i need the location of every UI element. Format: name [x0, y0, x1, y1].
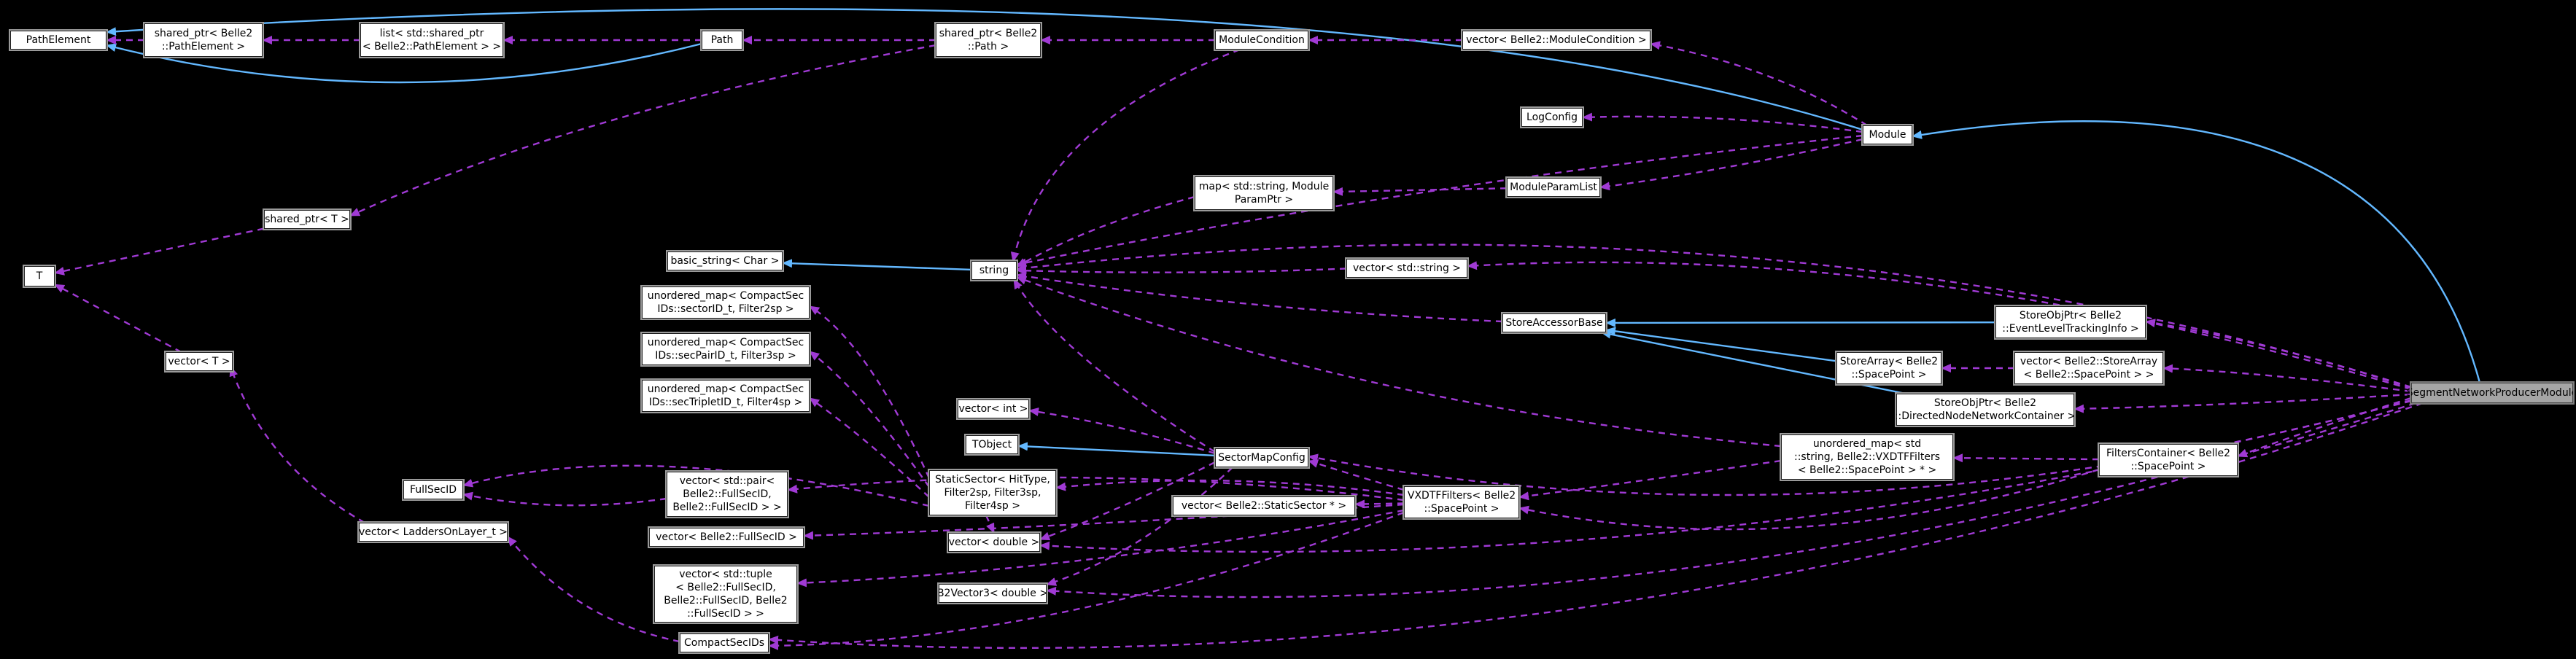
edge-module-logConfig	[1582, 112, 1863, 133]
node-stringNode[interactable]: string	[970, 260, 1018, 281]
edge-main-sectorMapConfig	[1308, 399, 2412, 496]
node-vecPairFullSecId[interactable]: vector< std::pair< Belle2::FullSecID, Be…	[665, 470, 789, 518]
edge-sopEventLevel-storeAccessorBase	[1605, 318, 1996, 327]
node-storeAccessorBase[interactable]: StoreAccessorBase	[1501, 312, 1607, 334]
node-vecString[interactable]: vector< std::string >	[1345, 257, 1469, 279]
edge-sectorMapConfig-vecInt	[1028, 408, 1216, 455]
node-filtersContainer[interactable]: FiltersContainer< Belle2 ::SpacePoint >	[2098, 442, 2239, 477]
edge-storeAccessorBase-stringNode	[1016, 272, 1503, 323]
node-vecStaticSectorPtr[interactable]: vector< Belle2::StaticSector * >	[1171, 495, 1357, 517]
edge-module-stringNode	[1016, 134, 1863, 268]
edge-umVxdtf-stringNode	[1016, 276, 1782, 448]
edge-mapModuleParamPtr-stringNode	[1016, 195, 1195, 268]
edge-vxdtfFilters-vecPairFullSecId	[787, 476, 1405, 502]
edge-sectorMapConfig-b2vector3	[1046, 467, 1233, 586]
node-sectorMapConfig[interactable]: SectorMapConfig	[1214, 447, 1310, 469]
edge-main-vecStoreArray	[2162, 364, 2412, 393]
node-vecT[interactable]: vector< T >	[164, 351, 234, 373]
node-spPathElement[interactable]: shared_ptr< Belle2 ::PathElement >	[143, 22, 264, 58]
edge-main-sopEventLevel	[2145, 319, 2412, 389]
edge-vxdtfFilters-vecFullSecId	[803, 503, 1405, 540]
edge-vecString-stringNode	[1016, 266, 1347, 276]
edge-sectorMapConfig-tobject	[1017, 442, 1216, 457]
node-logConfig[interactable]: LogConfig	[1520, 106, 1584, 128]
node-vecTupleFullSecId[interactable]: vector< std::tuple < Belle2::FullSecID, …	[653, 564, 799, 624]
edge-storeArraySp-storeAccessorBase	[1605, 327, 1837, 362]
node-vecFullSecId[interactable]: vector< Belle2::FullSecID >	[648, 526, 805, 548]
edge-vxdtfFilters-staticSector	[1055, 479, 1405, 496]
edge-staticSector-vecDouble	[985, 515, 996, 534]
edge-module-pathElement	[106, 8, 1863, 131]
edge-staticSector-umFilter4sp	[809, 397, 930, 498]
edge-main-vecString	[1467, 261, 2412, 391]
edge-moduleCondition-stringNode	[1010, 48, 1241, 262]
node-compactSecIds[interactable]: CompactSecIDs	[678, 632, 770, 654]
edge-sectorMapConfig-stringNode	[1012, 278, 1216, 453]
edge-vecT-tNode	[54, 284, 182, 354]
node-umVxdtf[interactable]: unordered_map< std ::string, Belle2::VXD…	[1780, 433, 1955, 481]
node-vecLadders[interactable]: vector< LaddersOnLayer_t >	[357, 521, 509, 543]
node-tobject[interactable]: TObject	[964, 434, 1020, 456]
edge-compactSecIds-vecLadders	[507, 536, 680, 643]
edge-path-pathElement	[106, 42, 702, 84]
node-tNode[interactable]: T	[23, 265, 56, 288]
node-vecInt[interactable]: vector< int >	[956, 398, 1031, 420]
node-sopDirected[interactable]: StoreObjPtr< Belle2 ::DirectedNodeNetwor…	[1895, 392, 2076, 427]
node-listSpPathElement[interactable]: list< std::shared_ptr < Belle2::PathElem…	[359, 22, 505, 58]
edge-main-module	[1912, 120, 2481, 383]
edge-vxdtfFilters-sectorMapConfig	[1308, 459, 1405, 491]
edge-filtersContainer-vxdtfFilters	[1518, 468, 2100, 531]
edge-sectorMapConfig-vecDouble	[1039, 461, 1216, 541]
edge-sopDirected-storeAccessorBase	[1600, 330, 1906, 395]
edge-main-compactSecIds	[768, 402, 2424, 650]
edge-filtersContainer-umVxdtf	[1952, 453, 2100, 463]
node-umFilter2sp[interactable]: unordered_map< CompactSec IDs::sectorID_…	[640, 285, 811, 320]
node-basicStringChar[interactable]: basic_string< Char >	[666, 250, 784, 272]
node-sopEventLevel[interactable]: StoreObjPtr< Belle2 ::EventLevelTracking…	[1994, 305, 2147, 340]
node-umFilter4sp[interactable]: unordered_map< CompactSec IDs::secTriple…	[640, 378, 811, 413]
node-moduleParamList[interactable]: ModuleParamList	[1505, 176, 1602, 198]
node-spT[interactable]: shared_ptr< T >	[263, 208, 352, 230]
edge-vecPairFullSecId-fullSecId	[462, 491, 667, 507]
edge-spT-tNode	[54, 227, 265, 276]
node-vecDouble[interactable]: vector< double >	[947, 531, 1041, 553]
edge-vxdtfFilters-compactSecIds	[768, 511, 1405, 650]
node-moduleCondition[interactable]: ModuleCondition	[1214, 29, 1310, 51]
node-storeArraySp[interactable]: StoreArray< Belle2 ::SpacePoint >	[1835, 351, 1943, 386]
edge-moduleParamList-mapModuleParamPtr	[1332, 187, 1508, 196]
node-vecModuleCondition[interactable]: vector< Belle2::ModuleCondition >	[1461, 29, 1652, 51]
edge-vecLadders-vecT	[229, 366, 365, 524]
node-staticSector[interactable]: StaticSector< HitType, Filter2sp, Filter…	[928, 469, 1058, 517]
node-main: SegmentNetworkProducerModule	[2407, 381, 2576, 405]
edge-module-moduleParamList	[1599, 138, 1863, 191]
node-pathElement[interactable]: PathElement	[9, 29, 108, 51]
node-vecStoreArray[interactable]: vector< Belle2::StoreArray < Belle2::Spa…	[2013, 351, 2165, 386]
edge-module-vecModuleCondition	[1650, 41, 1868, 127]
node-umFilter3sp[interactable]: unordered_map< CompactSec IDs::secPairID…	[640, 332, 811, 367]
edge-vxdtfFilters-vecTupleFullSecId	[796, 509, 1405, 588]
node-fullSecId[interactable]: FullSecID	[402, 479, 465, 501]
node-b2vector3[interactable]: B2Vector3< double >	[937, 582, 1048, 604]
edge-main-sopDirected	[2073, 393, 2412, 413]
node-mapModuleParamPtr[interactable]: map< std::string, Module ParamPtr >	[1193, 175, 1335, 211]
node-path[interactable]: Path	[700, 29, 744, 51]
edge-main-stringNode	[1016, 243, 2412, 389]
edge-stringNode-basicStringChar	[782, 259, 972, 271]
edge-paths	[54, 8, 2481, 650]
edge-vxdtfFilters-vecStaticSectorPtr	[1354, 499, 1405, 509]
node-vxdtfFilters[interactable]: VXDTFFilters< Belle2 ::SpacePoint >	[1403, 485, 1521, 520]
edge-spPath-spT	[349, 44, 936, 217]
node-spPath[interactable]: shared_ptr< Belle2 ::Path >	[934, 22, 1042, 58]
edge-main-filtersContainer	[2237, 397, 2412, 458]
edge-staticSector-umFilter2sp	[809, 305, 931, 479]
edge-umVxdtf-vxdtfFilters	[1518, 459, 1782, 501]
edge-staticSector-umFilter3sp	[809, 351, 930, 488]
node-module[interactable]: Module	[1861, 124, 1914, 146]
